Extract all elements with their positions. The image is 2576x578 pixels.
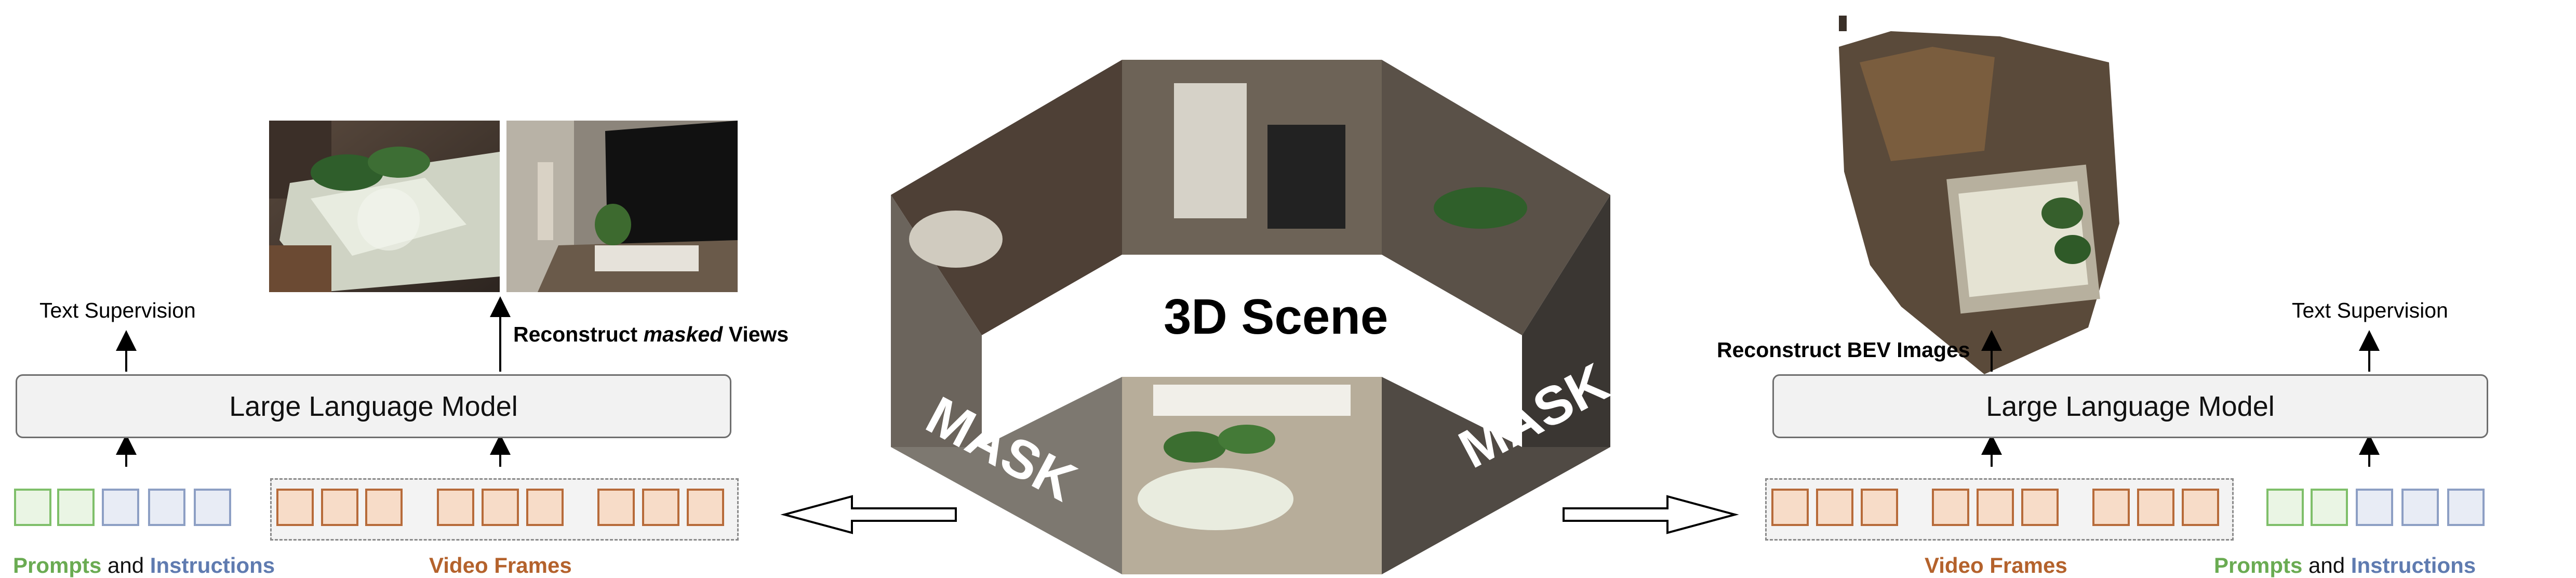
left-video-token [597, 489, 635, 526]
left-video-token [321, 489, 358, 526]
left-prompt-token [57, 489, 95, 526]
right-video-token [2182, 489, 2219, 526]
left-video-token [437, 489, 474, 526]
scene-title: 3D Scene [1164, 289, 1389, 345]
left-legend-video: Video Frames [429, 553, 572, 577]
right-legend-prompts: Prompts and Instructions [2214, 553, 2476, 578]
right-prompt-token [2311, 489, 2348, 526]
right-instruction-token [2447, 489, 2485, 526]
right-video-token [1932, 489, 1969, 526]
right-llm-label: Large Language Model [1986, 390, 2275, 422]
right-video-token [1771, 489, 1809, 526]
left-llm-label: Large Language Model [229, 390, 518, 422]
scene-panel-right [1522, 195, 1610, 447]
scene-panel-bottom-left [891, 377, 1122, 574]
left-reconstruct-suffix: Views [723, 322, 789, 346]
left-video-token [276, 489, 314, 526]
right-video-token [1861, 489, 1898, 526]
right-video-token [2137, 489, 2174, 526]
arrow-to-right [1563, 495, 1739, 534]
right-and-word: and [2308, 553, 2345, 577]
living-view-photo [506, 121, 738, 292]
arrow-to-left [780, 495, 957, 534]
left-video-token [526, 489, 564, 526]
bev-image [1828, 16, 2125, 379]
left-instruction-token [102, 489, 139, 526]
left-video-token [482, 489, 519, 526]
scene-panel-left [891, 195, 982, 447]
left-video-token [642, 489, 679, 526]
left-instruction-token [194, 489, 231, 526]
right-text-supervision: Text Supervision [2292, 298, 2448, 322]
right-video-token [2021, 489, 2059, 526]
left-text-supervision: Text Supervision [39, 298, 196, 322]
scene-panel-bottom-right [1382, 377, 1610, 574]
left-video-token [687, 489, 724, 526]
left-llm-box: Large Language Model [16, 374, 731, 438]
left-prompt-token [14, 489, 51, 526]
right-prompt-token [2266, 489, 2304, 526]
left-prompts-word: Prompts [13, 553, 102, 577]
right-llm-box: Large Language Model [1772, 374, 2488, 438]
right-arrows [1981, 330, 2380, 467]
right-reconstruct-label: Reconstruct BEV Images [1717, 338, 1970, 362]
left-instructions-word: Instructions [150, 553, 275, 577]
center-scene [891, 60, 1610, 574]
right-prompts-word: Prompts [2214, 553, 2303, 577]
left-and-word: and [108, 553, 144, 577]
left-instruction-token [148, 489, 185, 526]
left-arrows [116, 296, 511, 467]
left-reconstruct-prefix: Reconstruct [513, 322, 644, 346]
right-video-token [1977, 489, 2014, 526]
left-video-token [365, 489, 403, 526]
right-video-token [2092, 489, 2130, 526]
left-reconstruct-label: Reconstruct masked Views [513, 322, 789, 347]
left-legend-prompts: Prompts and Instructions [13, 553, 275, 578]
right-instruction-token [2401, 489, 2439, 526]
right-legend-video: Video Frames [1925, 553, 2067, 577]
left-reconstruct-emph: masked [643, 322, 723, 346]
bedroom-view-photo [269, 121, 500, 292]
scene-inner-hexagon [982, 255, 1522, 377]
right-instructions-word: Instructions [2351, 553, 2476, 577]
right-video-token [1816, 489, 1853, 526]
right-instruction-token [2356, 489, 2393, 526]
